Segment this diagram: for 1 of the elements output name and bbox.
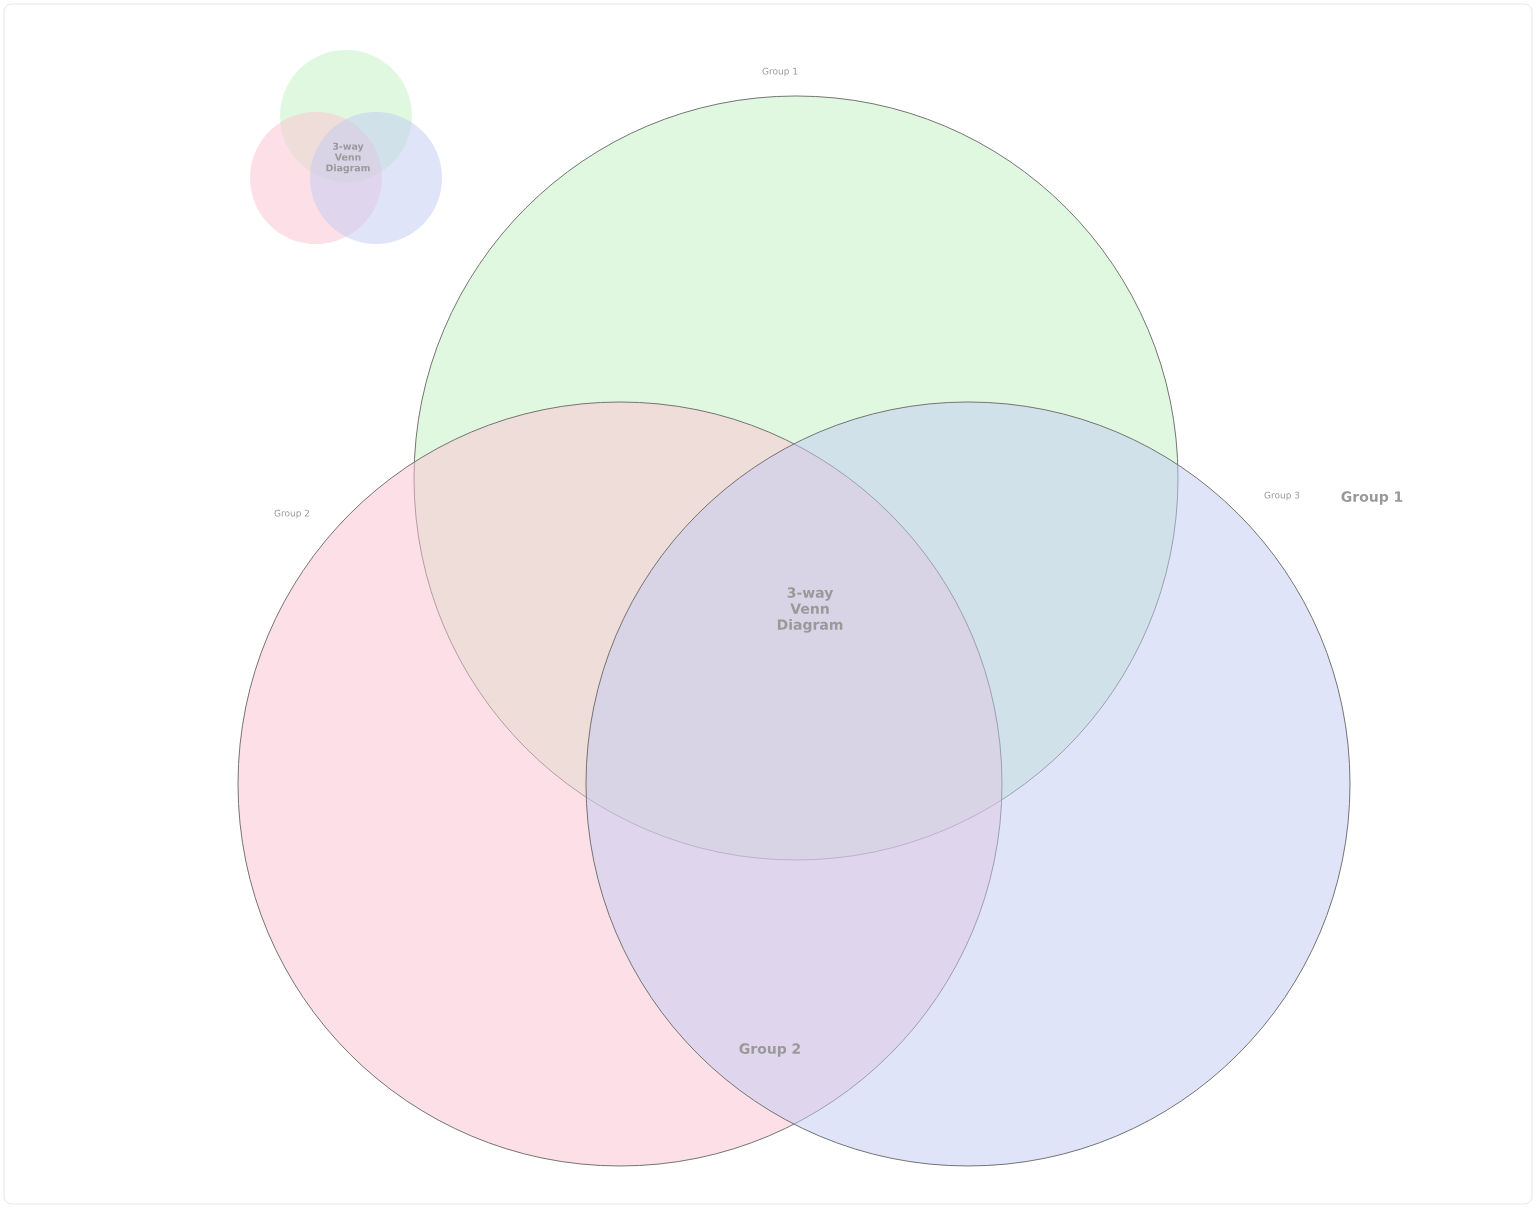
thumbnail-circle [310, 112, 442, 244]
